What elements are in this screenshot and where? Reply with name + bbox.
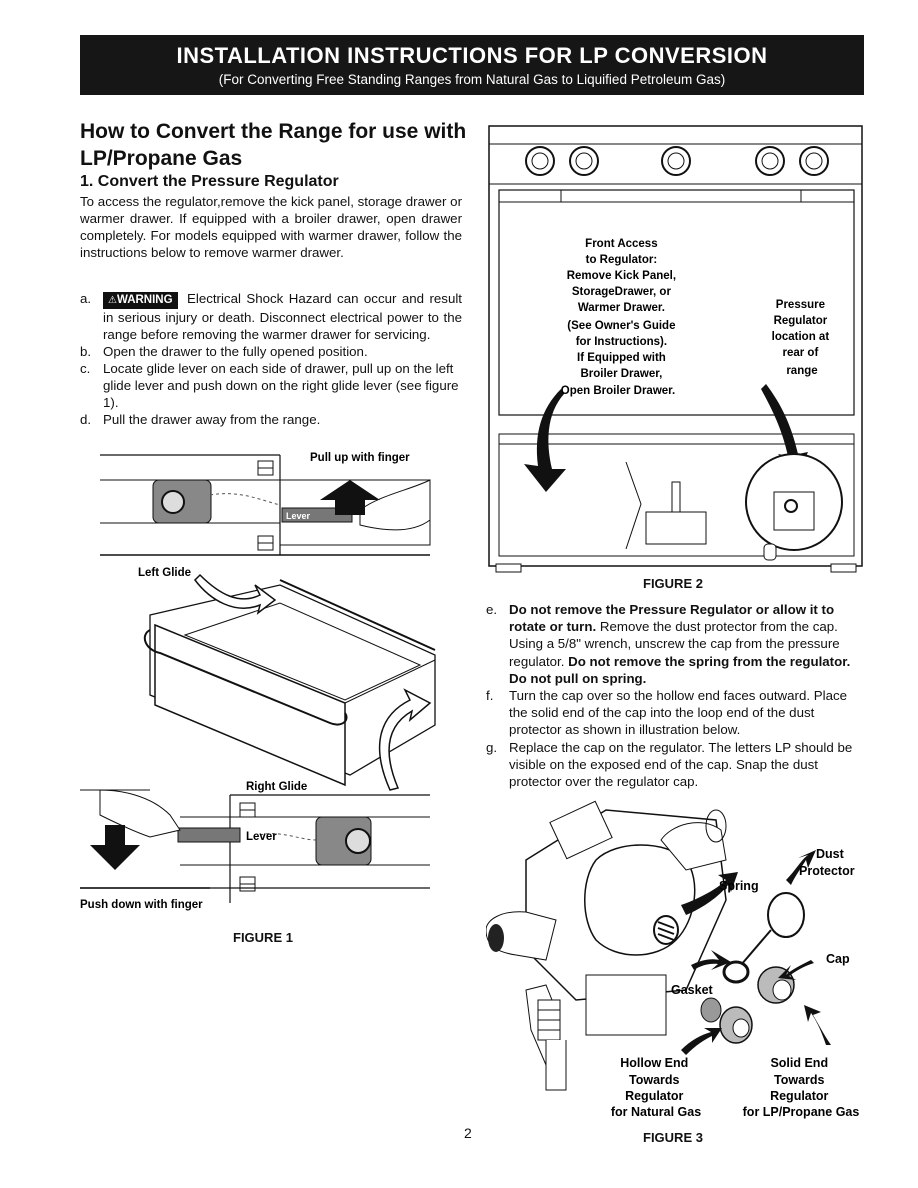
item-text: Remove the dust protector from the cap. …	[509, 619, 840, 669]
figure-2-caption: FIGURE 2	[643, 576, 703, 591]
front-access-line: If Equipped with	[577, 352, 666, 364]
lever-label-top: Lever	[286, 511, 311, 521]
front-access-line: Broiler Drawer,	[580, 368, 662, 380]
figure-1-caption: FIGURE 1	[233, 930, 293, 945]
pressure-reg-line: rear of	[783, 347, 819, 359]
hollow-end-line: Hollow End	[620, 1056, 688, 1070]
item-letter: d.	[80, 412, 92, 427]
step-heading: 1. Convert the Pressure Regulator	[80, 173, 339, 190]
section-title: How to Convert the Range for use with LP…	[80, 120, 467, 170]
item-text: Turn the cap over so the hollow end face…	[509, 688, 848, 738]
regulator-body	[486, 800, 727, 1091]
pull-up-label: Pull up with finger	[310, 452, 410, 464]
front-access-line: (See Owner's Guide	[567, 320, 675, 332]
warning-label: WARNING	[116, 294, 173, 306]
gasket-label: Gasket	[671, 983, 714, 997]
dust-protector-line: Dust	[816, 847, 845, 861]
list-item: b. Open the drawer to the fully opened p…	[80, 343, 462, 360]
figure-3-caption: FIGURE 3	[643, 1130, 703, 1145]
left-glide-detail	[100, 454, 431, 556]
header-banner: INSTALLATION INSTRUCTIONS FOR LP CONVERS…	[80, 35, 864, 95]
hollow-end-line: Towards	[629, 1073, 680, 1087]
hollow-end-line: for Natural Gas	[611, 1105, 701, 1119]
lever-label-bottom: Lever	[246, 831, 277, 843]
item-letter: f.	[486, 688, 494, 704]
right-glide-label: Right Glide	[246, 781, 307, 793]
list-item: d. Pull the drawer away from the range.	[80, 411, 462, 428]
figure-2-illustration: Front Access to Regulator: Remove Kick P…	[488, 125, 863, 573]
item-bold-text: Do not remove the spring from the regula…	[509, 653, 851, 686]
list-item: e. Do not remove the Pressure Regulator …	[486, 601, 866, 687]
pressure-reg-line: Pressure	[776, 299, 825, 311]
front-access-line: StorageDrawer, or	[572, 286, 672, 298]
front-access-label: Front Access to Regulator: Remove Kick P…	[561, 238, 679, 397]
instruction-list-right: e. Do not remove the Pressure Regulator …	[486, 601, 866, 790]
pressure-reg-line: location at	[772, 331, 830, 343]
hollow-end-label: Hollow End Towards Regulator for Natural…	[611, 1056, 701, 1119]
cap-part	[757, 966, 795, 1004]
pressure-regulator-label: Pressure Regulator location at rear of r…	[772, 299, 833, 377]
solid-end-label: Solid End Towards Regulator for LP/Propa…	[743, 1056, 860, 1119]
dust-protector	[722, 892, 805, 984]
item-text: Open the drawer to the fully opened posi…	[103, 344, 368, 359]
instruction-list-left: a. ⚠WARNING Electrical Shock Hazard can …	[80, 290, 462, 428]
item-text: Locate glide lever on each side of drawe…	[103, 361, 459, 410]
item-letter: a.	[80, 291, 92, 306]
figure-1-illustration: Pull up with finger Lever Left Glide Rig…	[80, 452, 436, 911]
page-subtitle: (For Converting Free Standing Ranges fro…	[218, 72, 726, 87]
item-letter: e.	[486, 602, 498, 617]
list-item: f. Turn the cap over so the hollow end f…	[486, 687, 866, 739]
solid-end-line: Towards	[774, 1073, 825, 1087]
front-access-line: to Regulator:	[586, 254, 658, 266]
spring-label: Spring	[719, 879, 759, 893]
front-access-line: Open Broiler Drawer.	[561, 385, 675, 397]
solid-end-line: for LP/Propane Gas	[743, 1105, 860, 1119]
item-text: Replace the cap on the regulator. The le…	[509, 739, 853, 790]
item-letter: b.	[80, 344, 92, 359]
cap-label: Cap	[826, 952, 850, 966]
dust-protector-line: Protector	[799, 864, 855, 878]
solid-end-line: Solid End	[770, 1056, 828, 1070]
item-text: Pull the drawer away from the range.	[103, 412, 321, 427]
right-glide-detail	[80, 789, 430, 903]
figure-3-illustration: Dust Protector Spring Cap Gasket Hollow …	[486, 800, 860, 1119]
cap-hollow-end	[700, 997, 753, 1044]
front-access-line: Remove Kick Panel,	[567, 270, 676, 282]
item-letter: c.	[80, 361, 91, 376]
drawer	[143, 573, 436, 791]
page-title: INSTALLATION INSTRUCTIONS FOR LP CONVERS…	[176, 43, 768, 68]
warning-badge: ⚠WARNING	[103, 292, 178, 309]
front-access-line: for Instructions).	[576, 336, 667, 348]
list-item: a. ⚠WARNING Electrical Shock Hazard can …	[80, 290, 462, 343]
intro-paragraph: To access the regulator,remove the kick …	[80, 194, 462, 260]
hollow-end-line: Regulator	[625, 1089, 683, 1103]
item-bold-text: Do not remove the Pressure Regulator or …	[509, 602, 835, 635]
list-item: c. Locate glide lever on each side of dr…	[80, 360, 462, 411]
left-glide-label: Left Glide	[138, 567, 191, 579]
pressure-reg-line: range	[786, 365, 817, 377]
push-down-label: Push down with finger	[80, 899, 203, 911]
item-text: Electrical Shock Hazard can occur and re…	[103, 291, 462, 342]
dust-protector-label: Dust Protector	[799, 847, 855, 878]
list-item: g. Replace the cap on the regulator. The…	[486, 739, 866, 791]
spring	[653, 915, 679, 945]
front-access-line: Warmer Drawer.	[578, 302, 665, 314]
item-letter: g.	[486, 739, 498, 755]
control-knobs	[525, 146, 829, 176]
front-access-line: Front Access	[585, 238, 657, 250]
warning-icon: ⚠	[108, 295, 117, 306]
pressure-reg-line: Regulator	[774, 315, 828, 327]
solid-end-line: Regulator	[770, 1089, 828, 1103]
page-number: 2	[464, 1125, 472, 1141]
